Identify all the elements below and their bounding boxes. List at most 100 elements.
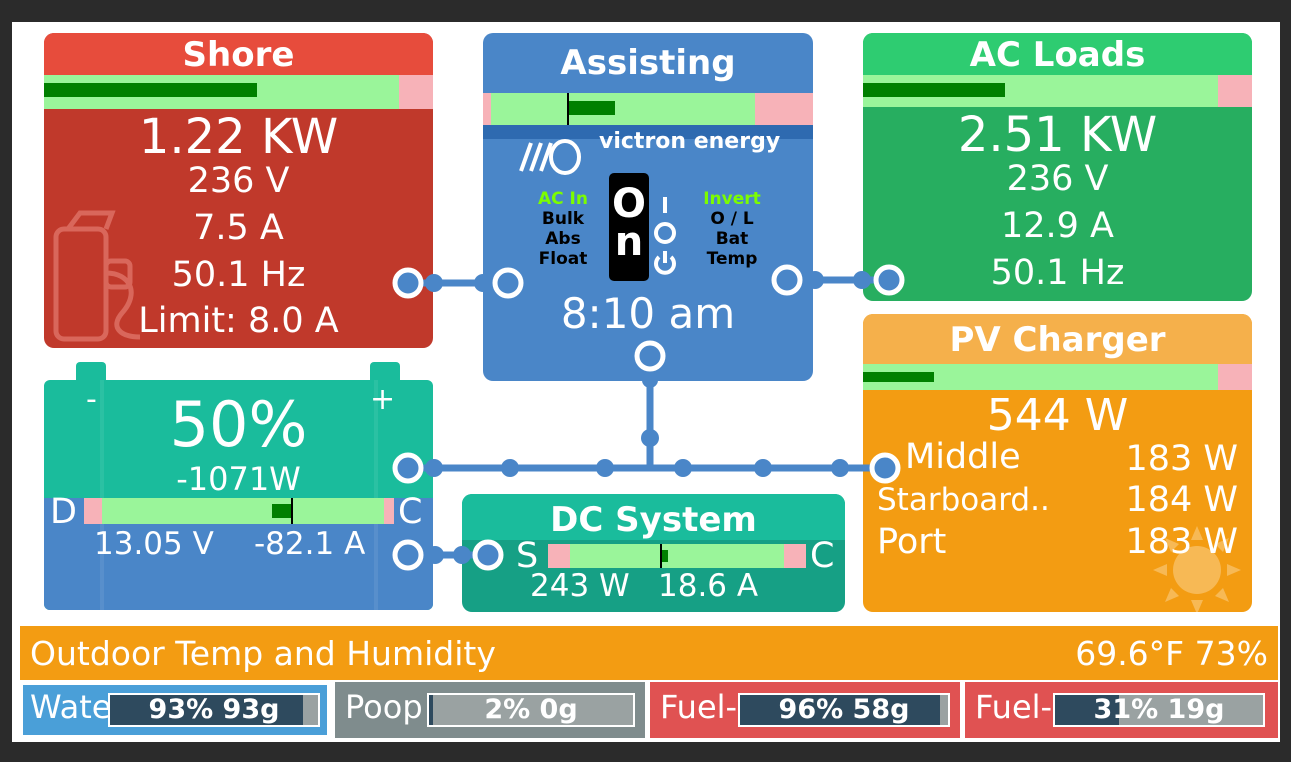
ac-loads-header	[863, 33, 1252, 75]
battery-discharge-label: D	[50, 492, 77, 532]
switch-position-icons	[654, 197, 676, 275]
pv-bar-overload-zone	[1218, 364, 1252, 390]
tank-fuel1-level-bar: 96% 58g	[738, 693, 950, 727]
dc-bar-fill	[662, 550, 668, 562]
dc-system-header	[462, 494, 845, 540]
ac-loads-tile[interactable]: AC Loads 2.51 KW 236 V 12.9 A 50.1 Hz	[863, 33, 1252, 301]
battery-soc: 50%	[169, 388, 308, 461]
battery-charge-label: C	[398, 492, 423, 532]
dc-system-source-label: S	[516, 536, 539, 576]
dc-system-tile[interactable]: DC System S C 243 W 18.6 A	[462, 494, 845, 612]
battery-terminal-plus	[370, 362, 400, 380]
tank-fuel1-label: Fuel-	[660, 688, 738, 726]
ac-loads-current: 12.9 A	[1001, 206, 1114, 246]
pv-row-value-middle: 183 W	[1125, 439, 1238, 479]
inverter-bar-left-zone	[483, 93, 491, 125]
ac-loads-voltage: 236 V	[1006, 159, 1109, 199]
pv-charger-title: PV Charger	[949, 320, 1166, 360]
tank-fuel2-value: 31% 19g	[1093, 694, 1225, 725]
plug-icon	[53, 210, 141, 342]
tank-fuel1-fill	[740, 695, 940, 725]
battery-bar-zero-marker	[291, 498, 293, 524]
outdoor-temp-tile[interactable]: Outdoor Temp and Humidity 69.6°F 73%	[20, 626, 1278, 680]
tank-fuel1-tile[interactable]: Fuel- 96% 58g	[650, 682, 960, 738]
inverter-bar-right-zone	[755, 93, 813, 125]
tank-poop-tile[interactable]: Poop 2% 0g	[335, 682, 645, 738]
tank-water-selection-border	[20, 682, 330, 738]
shore-voltage: 236 V	[187, 161, 290, 201]
tank-poop-value: 2% 0g	[484, 694, 578, 725]
tank-fuel2-fill	[1055, 695, 1120, 725]
inverter-mode-switch[interactable]: On	[609, 173, 649, 281]
tank-water-tile[interactable]: Wate 93% 93g	[20, 682, 330, 738]
battery-left-stripe	[100, 380, 104, 610]
tank-water-fill	[110, 695, 304, 725]
ac-loads-bar-fill	[863, 83, 1005, 97]
pv-charger-tile[interactable]: PV Charger 544 W Middle 183 W Starboard.…	[863, 314, 1252, 612]
dc-system-power: 243 W	[530, 568, 630, 604]
led-abs: Abs	[545, 229, 581, 249]
battery-current-bar	[84, 498, 394, 524]
switch-on-label: On	[611, 181, 646, 265]
battery-bar-right-zone	[384, 498, 394, 524]
led-float: Float	[538, 249, 588, 269]
shore-power-bar	[44, 75, 433, 109]
tank-water-label: Wate	[30, 688, 112, 726]
battery-terminal-minus	[76, 362, 106, 380]
shore-header	[44, 33, 433, 75]
pv-row-name-starboard: Starboard..	[877, 482, 1050, 518]
pv-charger-header	[863, 314, 1252, 364]
shore-frequency: 50.1 Hz	[171, 255, 306, 295]
ac-loads-title: AC Loads	[969, 35, 1146, 75]
tank-poop-label: Poop	[345, 688, 423, 726]
dc-bar-left-zone	[548, 544, 570, 568]
pv-charger-power: 544 W	[986, 390, 1129, 441]
pv-row-value-port: 183 W	[1125, 522, 1238, 562]
tank-fuel1-value: 96% 58g	[778, 694, 910, 725]
shore-tile[interactable]: Shore 1.22 KW 236 V 7.5 A 50.1 Hz Limit:…	[44, 33, 433, 348]
battery-bar-fill	[272, 504, 292, 518]
dc-system-title: DC System	[550, 500, 757, 540]
pv-row-name-middle: Middle	[905, 437, 1021, 477]
sun-icon	[1153, 526, 1241, 612]
tank-water-value: 93% 93g	[148, 694, 280, 725]
ac-loads-power-bar	[863, 75, 1252, 107]
inverter-header-divider	[483, 125, 813, 139]
dc-bar-zero-marker	[660, 544, 662, 568]
inverter-state-title: Assisting	[560, 43, 736, 83]
pv-row-value-starboard: 184 W	[1125, 480, 1238, 520]
shore-power: 1.22 KW	[138, 109, 339, 165]
battery-plus-sign: +	[370, 382, 396, 417]
shore-current: 7.5 A	[193, 208, 284, 248]
led-invert: Invert	[703, 189, 761, 209]
inverter-leds-left: AC In Bulk Abs Float	[523, 189, 603, 269]
inverter-tile[interactable]: Assisting victron energy AC In Bulk Abs …	[483, 33, 813, 381]
tank-fuel2-tile[interactable]: Fuel- 31% 19g	[965, 682, 1278, 738]
dc-system-consumer-label: C	[810, 536, 835, 576]
battery-bar-left-zone	[84, 498, 102, 524]
ac-loads-power: 2.51 KW	[957, 107, 1158, 163]
shore-title: Shore	[182, 35, 295, 75]
pv-charger-bar-fill	[863, 372, 934, 382]
led-ac-in: AC In	[538, 189, 588, 209]
tank-fuel2-label: Fuel-	[975, 688, 1053, 726]
battery-tile[interactable]: - + 50% -1071W D C 13.05 V -82.1 A	[44, 380, 433, 610]
pv-row-name-port: Port	[877, 522, 947, 562]
tank-water-level-bar: 93% 93g	[108, 693, 320, 727]
ac-loads-bar-overload-zone	[1218, 75, 1252, 107]
battery-voltage: 13.05 V	[94, 526, 214, 562]
ac-loads-frequency: 50.1 Hz	[990, 253, 1125, 293]
battery-right-stripe	[374, 380, 378, 610]
outdoor-value: 69.6°F 73%	[1075, 634, 1268, 673]
shore-input-limit[interactable]: Limit: 8.0 A	[138, 301, 339, 341]
battery-minus-sign: -	[86, 382, 97, 417]
led-bat: Bat	[715, 229, 749, 249]
led-temp: Temp	[706, 249, 758, 269]
tank-fuel2-level-bar: 31% 19g	[1053, 693, 1265, 727]
battery-current: -82.1 A	[254, 526, 366, 562]
led-bulk: Bulk	[541, 209, 585, 229]
tank-poop-fill	[429, 695, 434, 725]
inverter-bar-fill	[569, 101, 615, 115]
led-overload: O / L	[710, 209, 754, 229]
